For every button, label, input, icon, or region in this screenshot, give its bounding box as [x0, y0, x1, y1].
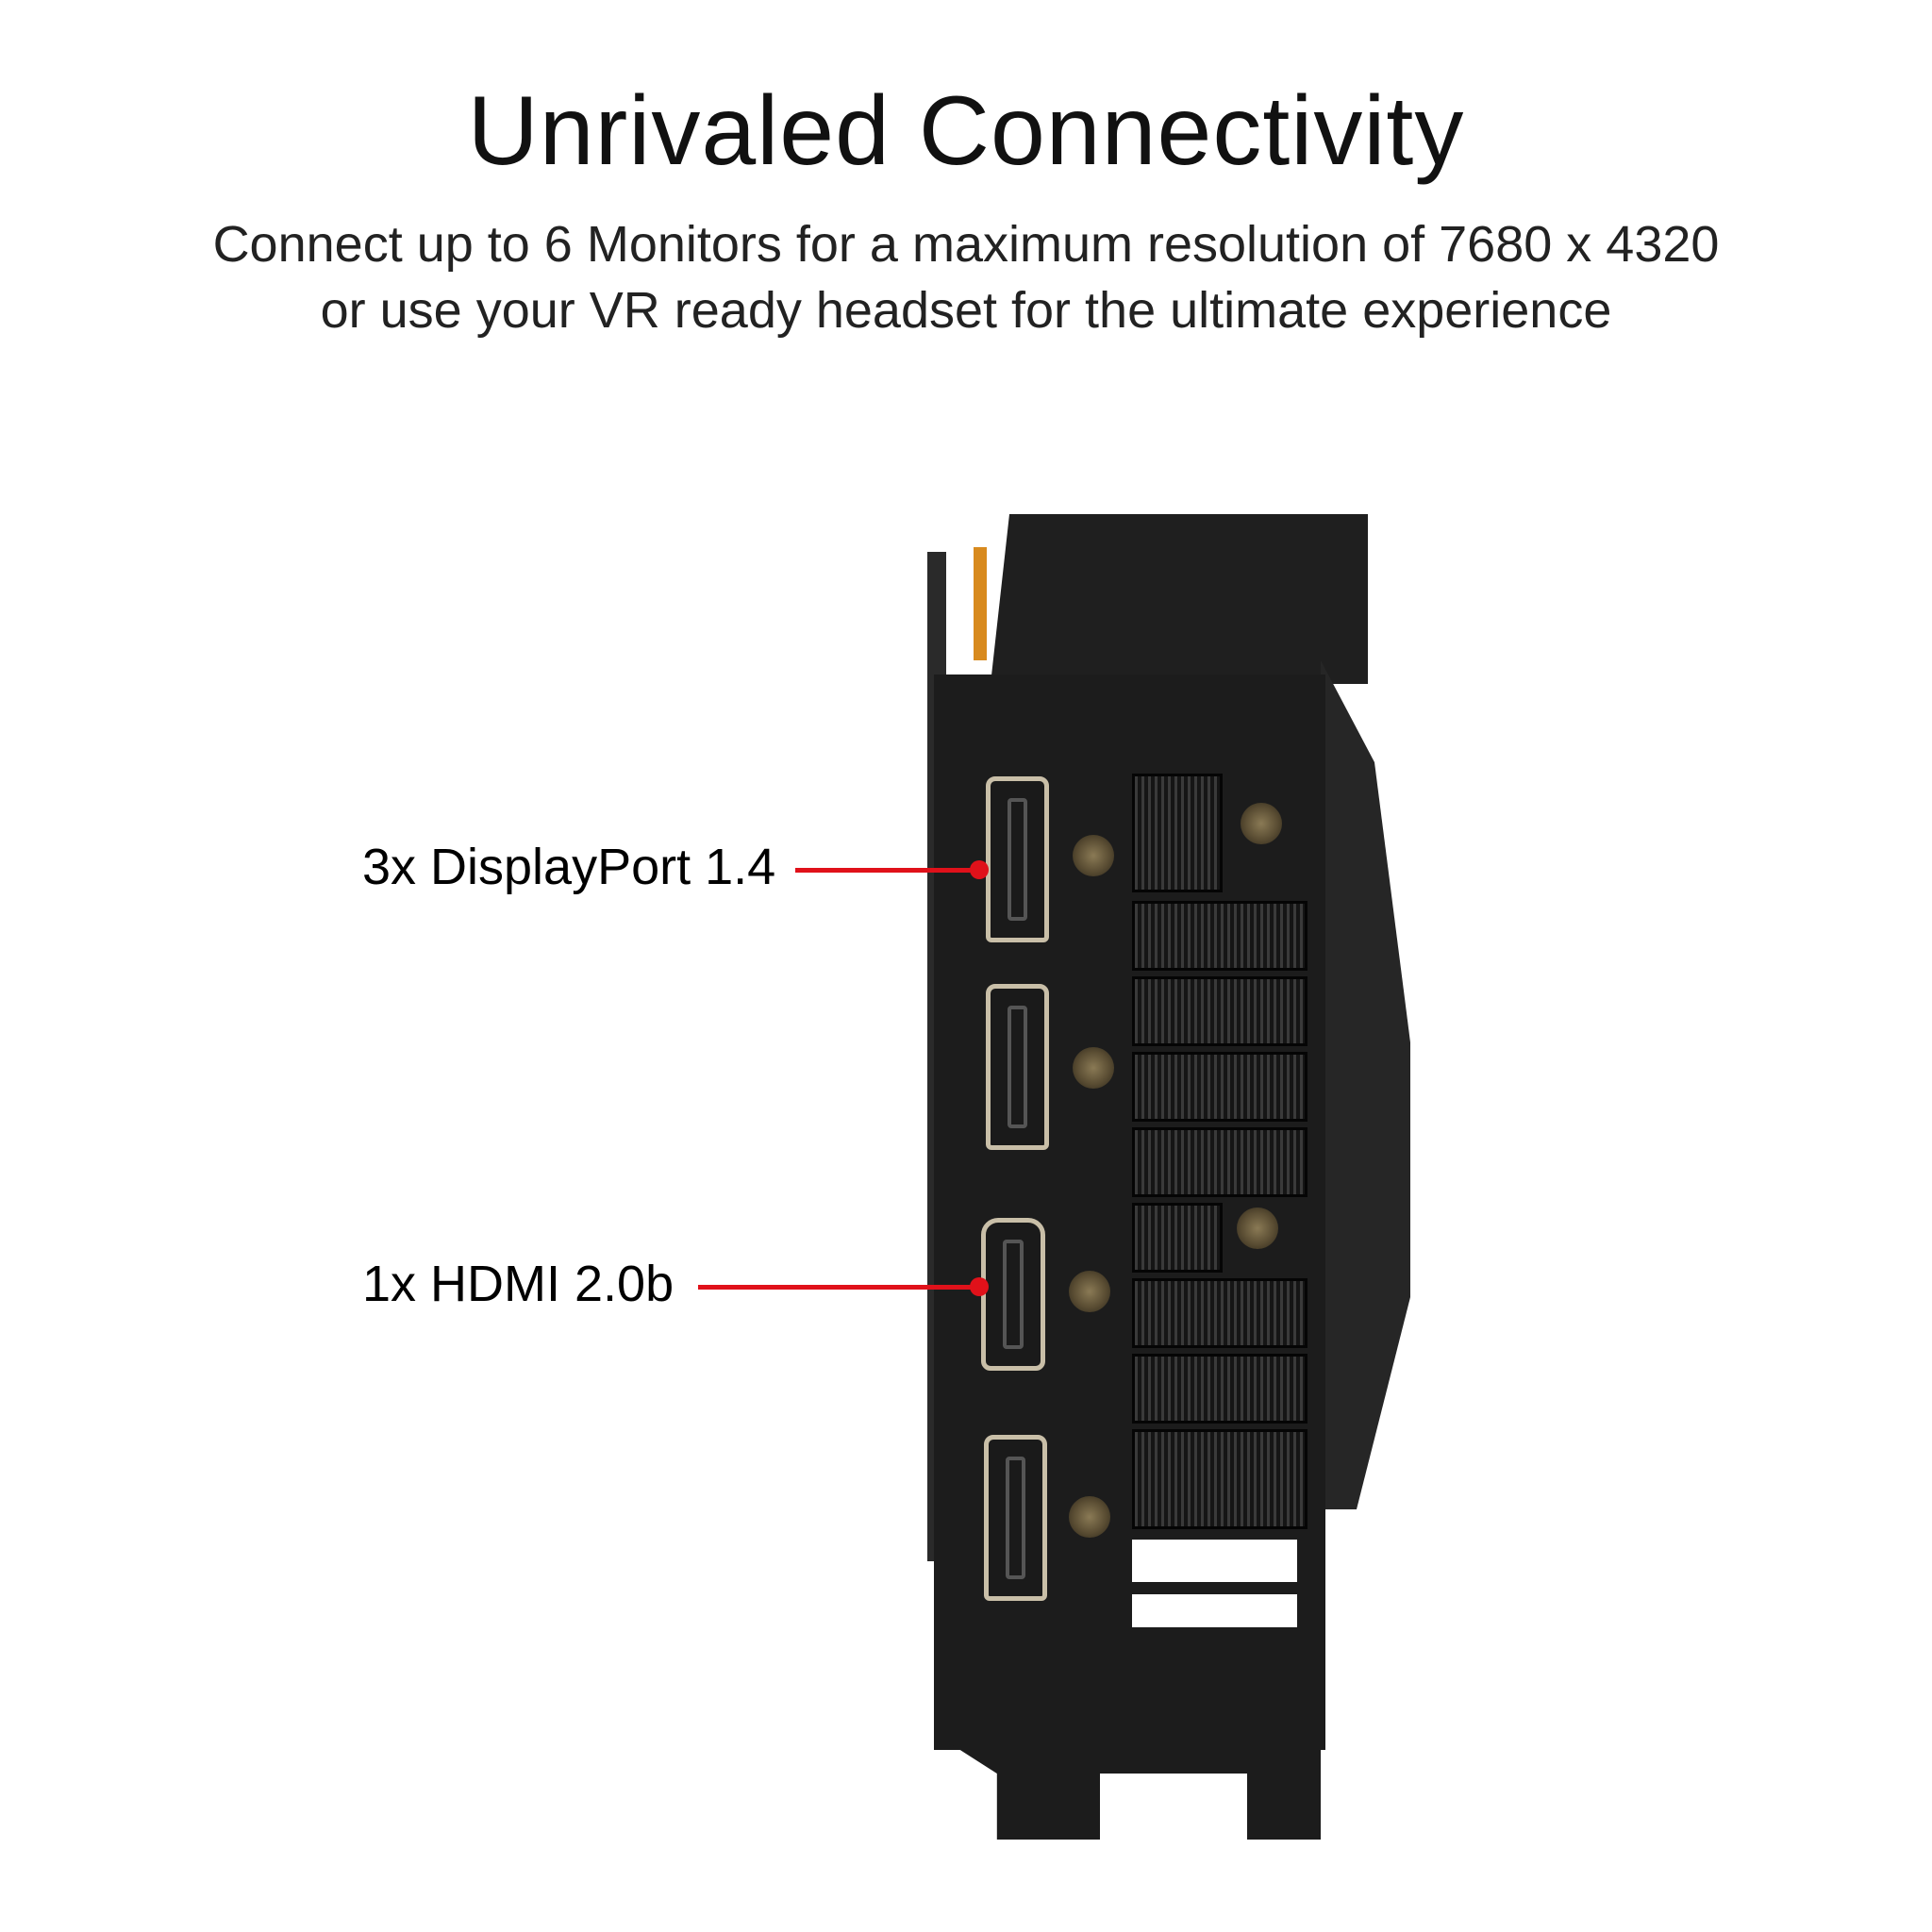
subtitle-line-2: or use your VR ready headset for the ult… [320, 282, 1612, 339]
vent [1132, 1278, 1307, 1348]
vent [1132, 1052, 1307, 1122]
cooler-shroud [991, 514, 1368, 684]
displayport-1 [986, 776, 1049, 942]
displayport-2 [986, 984, 1049, 1150]
subtitle-line-1: Connect up to 6 Monitors for a maximum r… [212, 216, 1720, 273]
vent [1132, 1354, 1307, 1424]
hdmi-label: 1x HDMI 2.0b [362, 1256, 675, 1312]
cooler-side [1321, 660, 1410, 1509]
hdmi-port [981, 1218, 1045, 1371]
displayport-3 [984, 1435, 1047, 1601]
displayport-callout-dot [970, 860, 989, 879]
page-title: Unrivaled Connectivity [467, 76, 1465, 186]
bracket-slot [1132, 1594, 1297, 1627]
vent [1132, 1429, 1307, 1529]
vent [1132, 774, 1223, 892]
screw-icon [1073, 1047, 1114, 1089]
screw-icon [1237, 1208, 1278, 1249]
displayport-callout-line [795, 868, 979, 873]
orange-tab [974, 547, 987, 660]
screw-icon [1241, 803, 1282, 844]
hdmi-callout-line [698, 1285, 979, 1290]
bracket-foot [953, 1745, 1321, 1840]
screw-icon [1073, 835, 1114, 876]
vent [1132, 976, 1307, 1046]
vent [1132, 1127, 1307, 1197]
screw-icon [1069, 1496, 1110, 1538]
screw-icon [1069, 1271, 1110, 1312]
hdmi-callout-dot [970, 1277, 989, 1296]
displayport-label: 3x DisplayPort 1.4 [362, 839, 776, 895]
bracket-slot [1132, 1540, 1297, 1582]
vent [1132, 1203, 1223, 1273]
vent [1132, 901, 1307, 971]
